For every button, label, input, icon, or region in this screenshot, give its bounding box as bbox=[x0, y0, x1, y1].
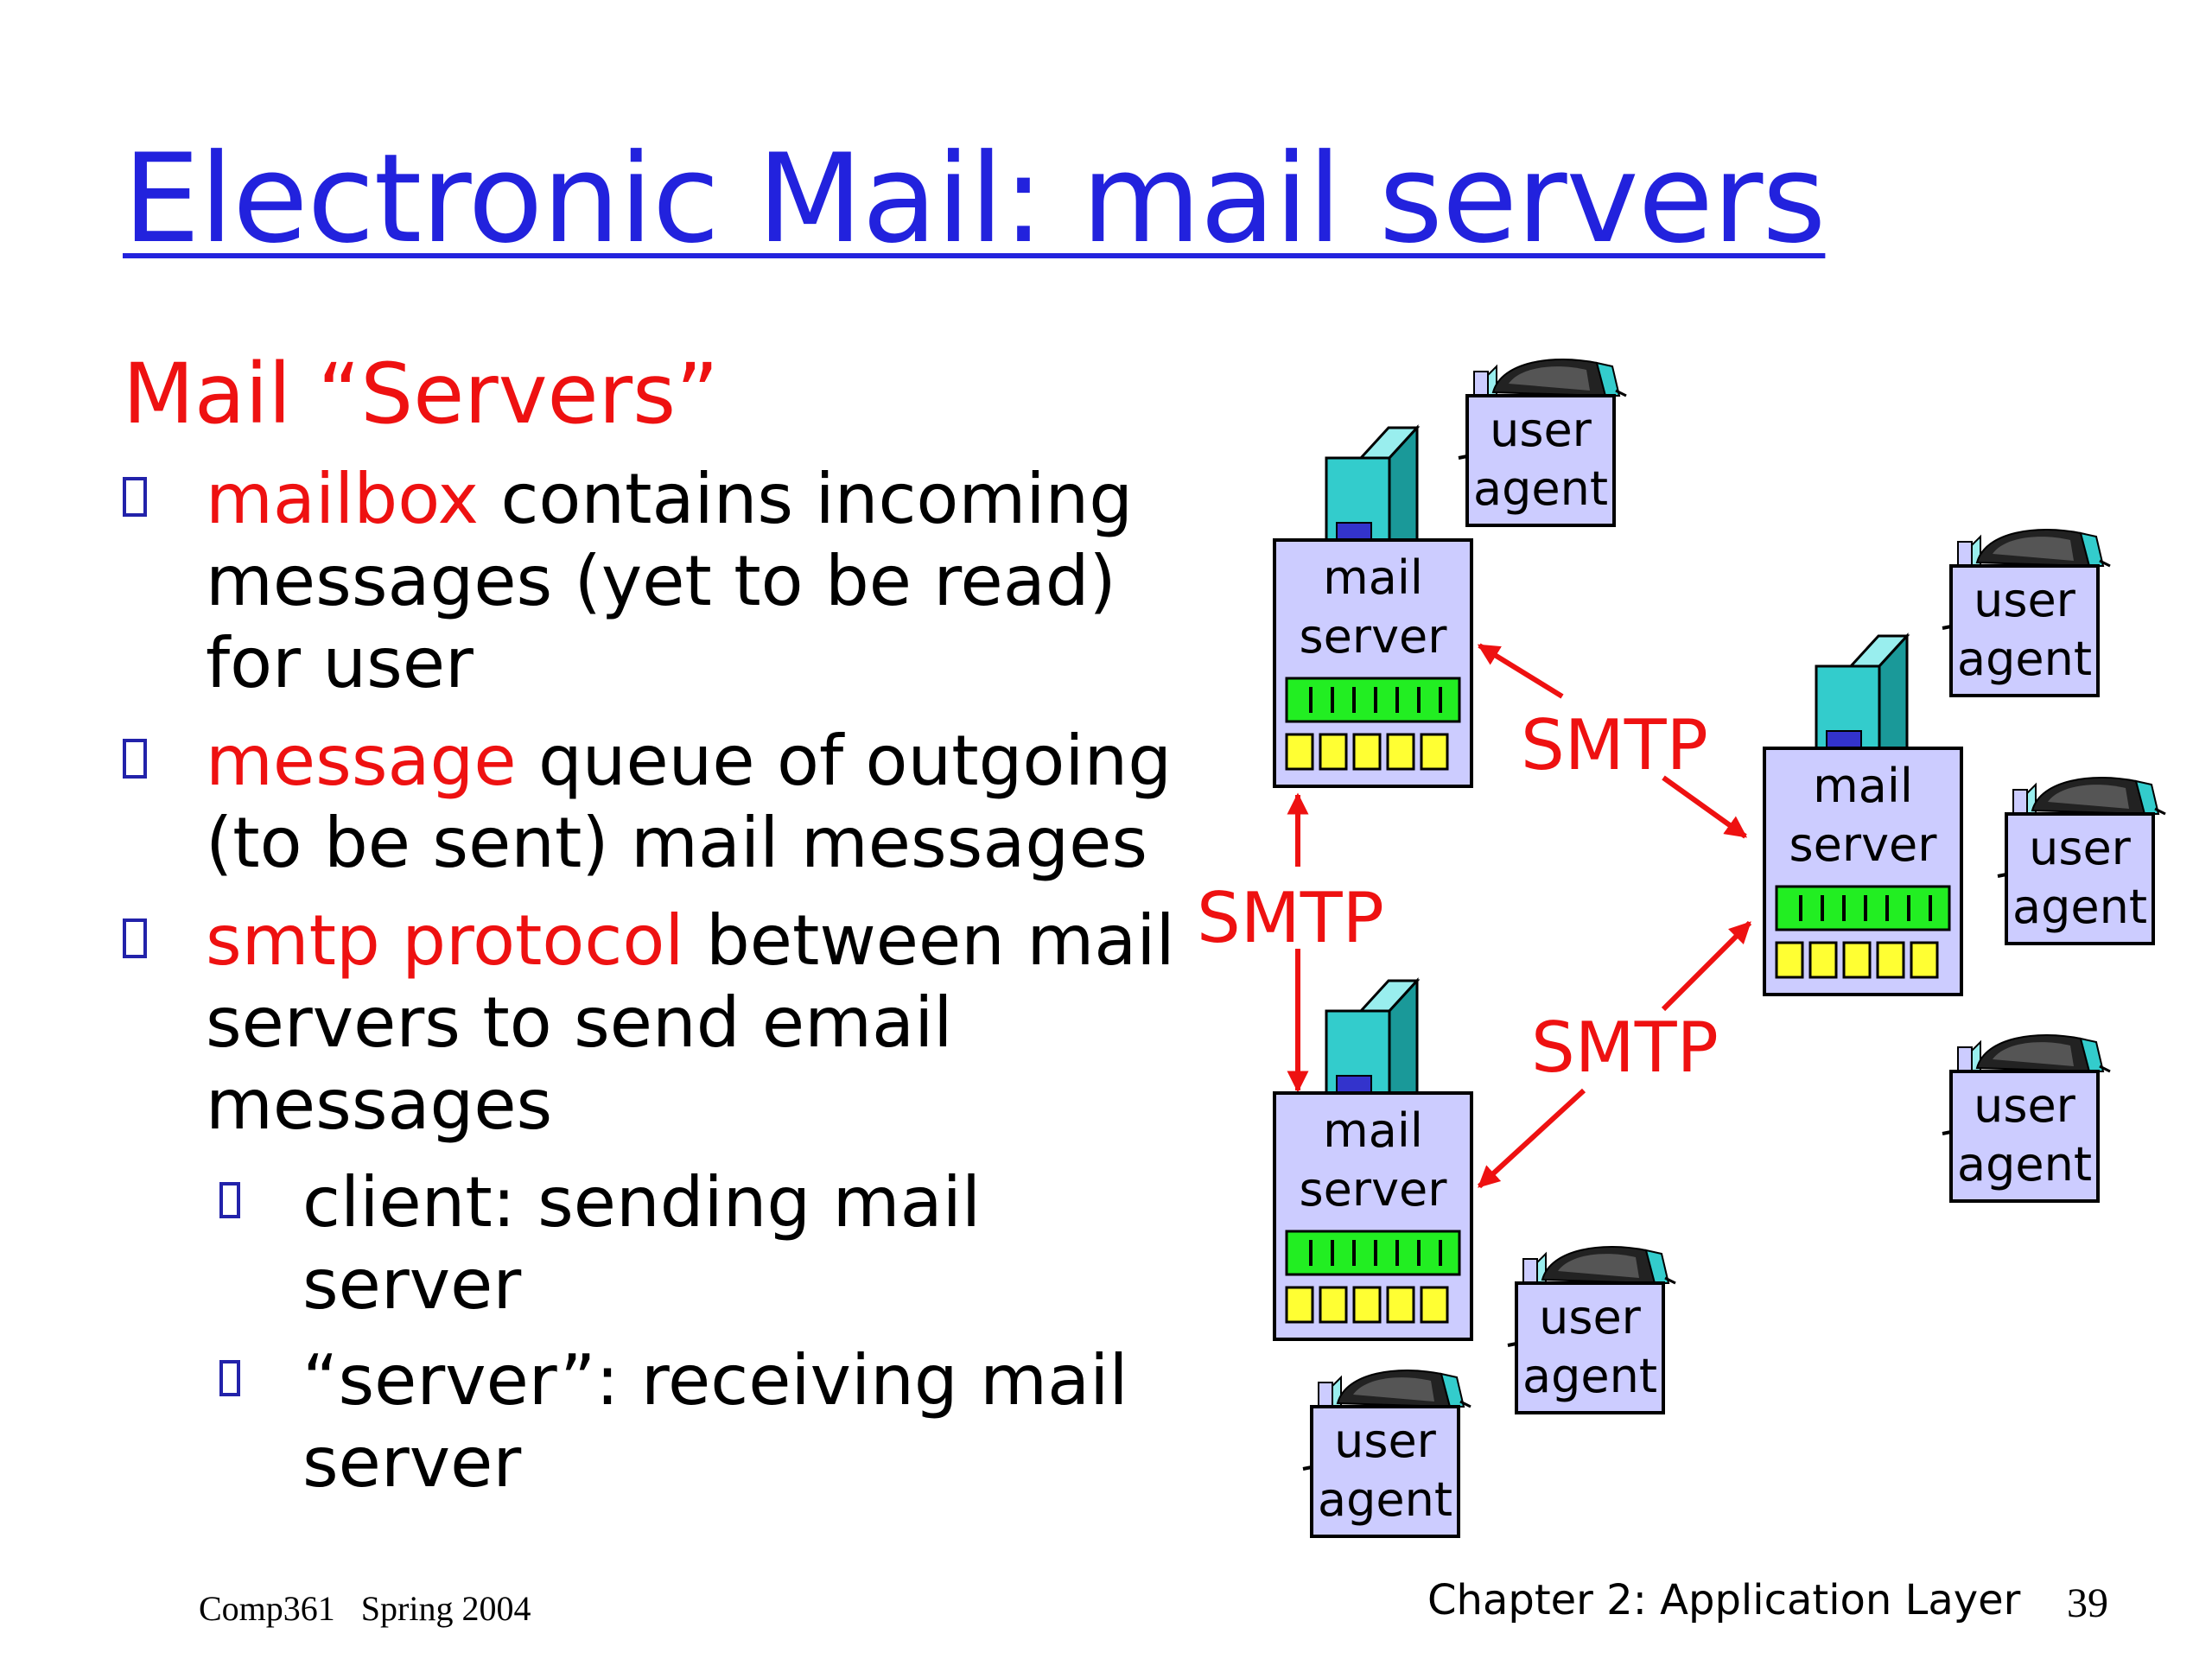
bullet-marker-icon bbox=[123, 739, 147, 779]
mail-server-label: server bbox=[1789, 817, 1938, 872]
bullet-smtp-protocol: smtp protocol between mail servers to se… bbox=[123, 899, 1194, 1146]
sub-bullet-text: client: sending mail server bbox=[302, 1162, 982, 1325]
user-agent-label: user bbox=[1334, 1414, 1437, 1468]
user-agent-label: user bbox=[1490, 403, 1592, 457]
page-number: 39 bbox=[2067, 1580, 2108, 1626]
bullet-highlight: smtp protocol bbox=[206, 900, 684, 981]
bullet-text: contains incoming messages (yet to be re… bbox=[206, 459, 1134, 703]
footer-chapter: Chapter 2: Application Layer bbox=[1427, 1576, 2021, 1624]
bullet-list: mailbox contains incoming messages (yet … bbox=[123, 458, 1194, 1517]
smtp-label: SMTP bbox=[1521, 705, 1708, 785]
bullet-marker-icon bbox=[123, 477, 147, 517]
user-agent-2: user agent bbox=[1941, 528, 2112, 697]
user-agent-label: user bbox=[1974, 1078, 2076, 1133]
user-agent-5: user agent bbox=[1506, 1245, 1677, 1414]
section-subtitle: Mail “Servers” bbox=[123, 346, 719, 442]
bullet-message-queue: message queue of outgoing (to be sent) m… bbox=[123, 720, 1194, 884]
sub-bullet-marker-icon bbox=[219, 1360, 240, 1396]
user-agent-label: agent bbox=[1957, 632, 2092, 686]
bullet-mailbox: mailbox contains incoming messages (yet … bbox=[123, 458, 1194, 704]
user-agent-3: user agent bbox=[1996, 776, 2167, 945]
user-agent-1: user agent bbox=[1457, 358, 1628, 527]
mail-server-right: mail server bbox=[1763, 634, 1963, 996]
user-agent-label: agent bbox=[1957, 1137, 2092, 1192]
sub-bullet-text: “server”: receiving mail server bbox=[302, 1340, 1128, 1503]
smtp-label: SMTP bbox=[1197, 878, 1384, 958]
user-agent-label: agent bbox=[1473, 461, 1608, 516]
user-agent-label: agent bbox=[2012, 880, 2147, 934]
sub-bullet-client: client: sending mail server bbox=[219, 1161, 1194, 1325]
smtp-label: SMTP bbox=[1531, 1007, 1719, 1088]
smtp-arrow-top-right bbox=[1662, 775, 1748, 839]
mail-server-label: mail bbox=[1813, 759, 1913, 813]
mail-server-label: mail bbox=[1323, 550, 1423, 605]
mail-server-bottom-left: mail server bbox=[1273, 979, 1473, 1341]
bullet-text: queue of outgoing (to be sent) mail mess… bbox=[206, 721, 1173, 883]
mail-server-label: server bbox=[1300, 1162, 1448, 1217]
smtp-arrows bbox=[1287, 643, 1752, 1189]
user-agent-6: user agent bbox=[1301, 1369, 1472, 1538]
bullet-text: between mail servers to send email messa… bbox=[206, 900, 1175, 1145]
user-agent-label: agent bbox=[1522, 1349, 1657, 1403]
user-agent-4: user agent bbox=[1941, 1033, 2112, 1203]
user-agent-label: user bbox=[2029, 821, 2132, 875]
user-agent-label: user bbox=[1539, 1290, 1642, 1344]
mail-server-label: server bbox=[1300, 609, 1448, 664]
bullet-marker-icon bbox=[123, 918, 147, 958]
smtp-arrow-bottom-right bbox=[1477, 1088, 1586, 1189]
footer-course: Comp361 Spring 2004 bbox=[199, 1589, 531, 1628]
mail-server-label: mail bbox=[1323, 1103, 1423, 1158]
mail-server-top-left: mail server bbox=[1273, 426, 1473, 788]
user-agent-label: user bbox=[1974, 573, 2076, 627]
smtp-arrow-top-right bbox=[1477, 643, 1564, 699]
slide-title: Electronic Mail: mail servers bbox=[123, 128, 1826, 270]
bullet-highlight: mailbox bbox=[206, 459, 480, 539]
user-agent-label: agent bbox=[1318, 1472, 1452, 1527]
smtp-arrow-bottom-right bbox=[1661, 920, 1752, 1012]
sub-bullet-marker-icon bbox=[219, 1182, 240, 1218]
sub-bullet-server: “server”: receiving mail server bbox=[219, 1339, 1194, 1503]
bullet-highlight: message bbox=[206, 721, 517, 801]
